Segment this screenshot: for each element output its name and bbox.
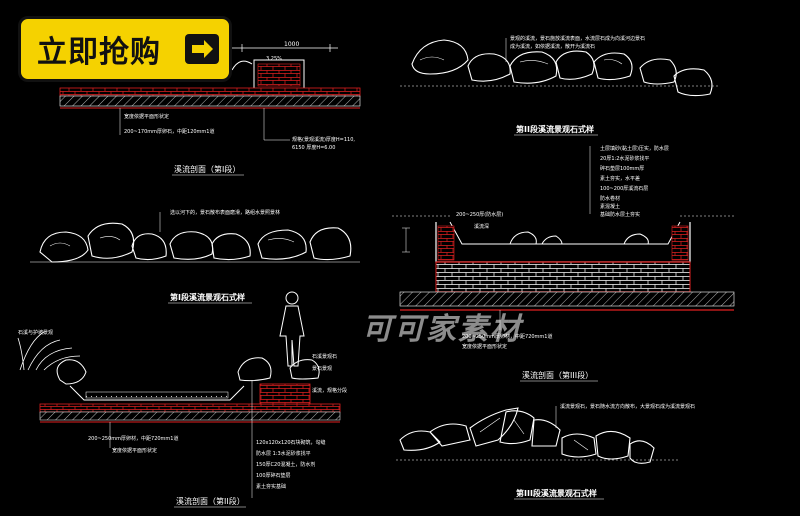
section-III-drawing (392, 146, 735, 330)
section-II-stone-label: 石溪与护坡景观 (18, 329, 53, 336)
section-III-dim-1: 200~250厚(防水层) (456, 211, 503, 218)
section-I-note-c: 规格(景观溪流)厚度H=110, (292, 136, 355, 143)
section-III-layer-3: 碎石垫层100mm厚 (600, 165, 644, 172)
section-III-layer-1: 土层填砂(黏土层)压实，防水层 (600, 145, 669, 152)
stones-II-note-b: 成为溪流，如依据溪流，散开为溪流石 (510, 43, 595, 50)
section-II-right-1: 石溪景观石 (312, 353, 337, 360)
section-I-note-d: 6150 厚度H=6.00 (292, 144, 335, 151)
stones-I-drawing (30, 212, 360, 263)
section-III-dim-2: 溪流深 (474, 223, 489, 230)
section-III-title: 溪流剖面（第III段） (522, 370, 593, 380)
stones-II-title: 第II段溪流景观石式样 (516, 124, 594, 134)
section-II-title: 溪流剖面（第II段） (176, 496, 245, 506)
section-III-note-b: 宽度依据平面形状定 (462, 343, 507, 350)
buy-now-button[interactable]: 立即抢购 (18, 16, 232, 82)
section-I-note-b: 200~170mm厚卵石，中距120mm1道 (124, 128, 214, 135)
section-II-layer-1: 120x120x120石块砌筑，勾缝 (256, 439, 326, 446)
watermark: 可可家素材 (362, 312, 522, 347)
section-II-layer-5: 素土夯实基础 (256, 483, 286, 490)
section-II-layer-2: 防水层 1:3水泥砂浆找平 (256, 450, 311, 457)
stones-I-title: 第I段溪流景观石式样 (170, 292, 245, 302)
section-II-note-b: 宽度依据平面形状定 (112, 447, 157, 454)
section-III-note-a: 200~250mm厚卵材，中距720mm1道 (462, 333, 552, 340)
stones-II-drawing (400, 38, 720, 97)
dim-top-pct: 3.25% (266, 56, 282, 62)
dim-top-width: 1000 (284, 41, 299, 48)
section-III-layer-4: 素土夯实，水平差 (600, 175, 640, 182)
buy-now-label: 立即抢购 (37, 35, 161, 70)
section-III-layer-2: 20厚1:2水泥砂浆找平 (600, 155, 649, 162)
arrow-right-icon (185, 34, 219, 64)
section-I-title: 溪流剖面（第I段） (174, 164, 240, 174)
stones-III-drawing (396, 406, 680, 464)
section-III-layer-8: 基础防水层土夯实 (600, 211, 640, 218)
section-III-layer-7: 素混凝土 (600, 203, 620, 210)
section-II-right-3: 溪流，规格分段 (312, 387, 347, 394)
section-III-layer-6: 防水卷材 (600, 195, 620, 202)
section-II-note-a: 200~250mm厚卵材，中距720mm1道 (88, 435, 178, 442)
section-III-layer-5: 100~200厚溪流石层 (600, 185, 648, 192)
section-I-drawing (59, 44, 361, 141)
section-II-drawing (17, 291, 341, 498)
stones-II-note-a: 景观的溪流，景石施放溪流表面，水流层石成为向溪河边景石 (510, 35, 645, 42)
stones-I-note: 选以河下的，景石散布表面磨滑，路组水景照景林 (170, 209, 280, 216)
section-II-layer-3: 150厚C20混凝土，防水剂 (256, 461, 315, 468)
stones-III-note: 溪流景观石，景石随水流方向散布，大景观石成为溪流景观石 (560, 403, 695, 410)
section-II-layer-4: 100厚碎石垫层 (256, 472, 291, 479)
stones-III-title: 第III段溪流景观石式样 (516, 488, 597, 498)
section-II-right-2: 景石景观 (312, 365, 332, 372)
section-I-note-a: 宽度依据平面形状定 (124, 113, 169, 120)
